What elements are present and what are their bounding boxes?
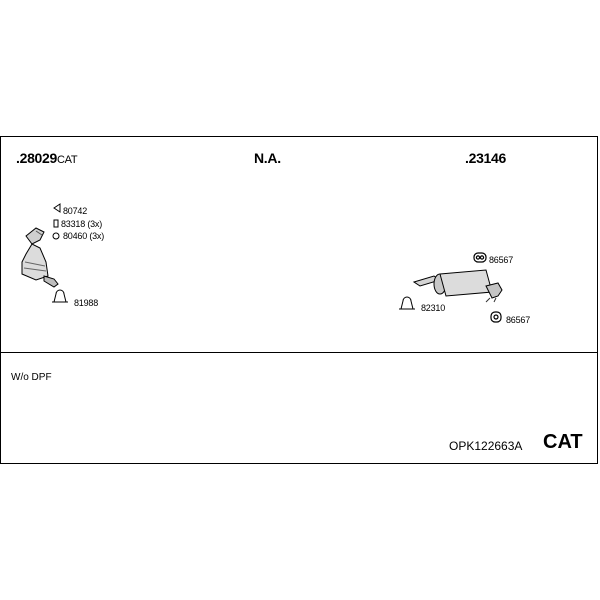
- column-3-number: .23146: [465, 150, 507, 166]
- column-header-3: .23146: [465, 150, 506, 166]
- column-header-1: .28029CAT: [16, 150, 78, 166]
- part-label-81988: 81988: [74, 298, 99, 308]
- column-header-2: N.A.: [254, 150, 281, 166]
- part-label-86567-top: 86567: [489, 255, 514, 265]
- kit-tag: CAT: [543, 431, 583, 453]
- part-label-80460: 80460 (3x): [63, 231, 105, 241]
- part-label-82310: 82310: [421, 303, 446, 313]
- dpf-note: W/o DPF: [11, 372, 52, 383]
- section-divider: [0, 352, 598, 353]
- part-label-80742: 80742: [63, 206, 88, 216]
- column-1-number: .28029: [16, 150, 58, 166]
- column-1-suffix: CAT: [57, 154, 78, 166]
- diagram-frame: [0, 136, 598, 464]
- column-2-number: N.A.: [254, 150, 281, 166]
- part-label-86567-bottom: 86567: [506, 315, 531, 325]
- kit-code: OPK122663A: [449, 439, 523, 453]
- part-label-83318: 83318 (3x): [61, 219, 103, 229]
